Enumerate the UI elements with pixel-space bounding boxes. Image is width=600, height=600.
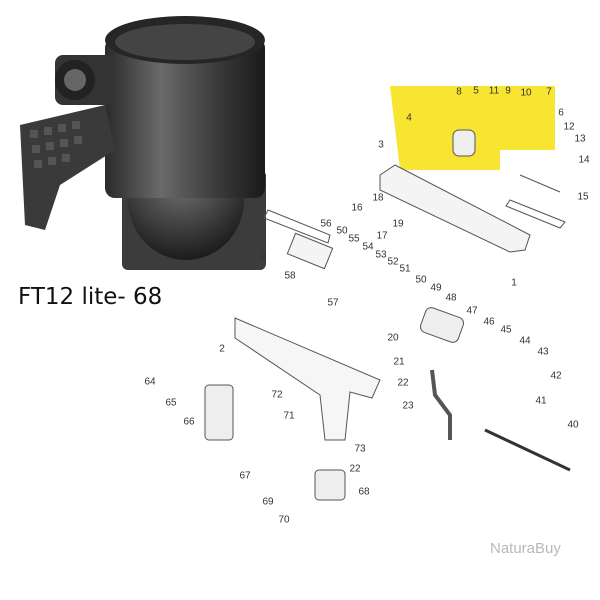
tube-part (430, 369, 452, 440)
part-number-label: 20 (387, 332, 399, 344)
part-number-label: 68 (358, 486, 370, 498)
part-number-label: 55 (348, 233, 360, 245)
part-number-label: 8 (456, 86, 462, 98)
part-number-label: 48 (445, 292, 457, 304)
rail-part (505, 199, 566, 229)
part-number-label: 6 (558, 107, 564, 119)
part-number-label: 47 (466, 305, 478, 317)
part-number-label: 9 (505, 85, 511, 97)
model-title: FT12 lite- 68 (18, 284, 163, 310)
part-number-label: 49 (430, 282, 442, 294)
part-number-label: 12 (563, 121, 575, 133)
grip-part (204, 384, 234, 441)
part-number-label: 11 (488, 85, 500, 97)
part-number-label: 72 (271, 389, 283, 401)
part-number-label: 5 (473, 85, 479, 97)
part-number-label: 53 (375, 249, 387, 261)
part-number-label: 19 (392, 218, 404, 230)
part-number-label: 13 (574, 133, 586, 145)
upper-receiver (379, 164, 531, 253)
part-number-label: 52 (387, 256, 399, 268)
part-number-label: 7 (546, 86, 552, 98)
part-number-label: 22 (397, 377, 409, 389)
part-number-label: 14 (578, 154, 590, 166)
feedneck-photo (20, 16, 266, 270)
part-number-label: 51 (399, 263, 411, 275)
part-number-label: 21 (393, 356, 405, 368)
product-photo (0, 0, 268, 272)
highlight-region (390, 86, 555, 170)
part-number-label: 3 (378, 139, 384, 151)
wrench-part (519, 174, 561, 193)
part-number-label: 73 (354, 443, 366, 455)
part-number-label: 17 (376, 230, 388, 242)
feedneck-part (452, 129, 476, 157)
mount-part (314, 469, 346, 501)
part-number-label: 65 (165, 397, 177, 409)
bolt-part (263, 209, 331, 244)
part-number-label: 22 (349, 463, 361, 475)
part-number-label: 23 (402, 400, 414, 412)
part-number-label: 50 (336, 225, 348, 237)
part-number-label: 67 (239, 470, 251, 482)
part-number-label: 16 (351, 202, 363, 214)
part-number-label: 56 (320, 218, 332, 230)
part-number-label: 2 (219, 343, 225, 355)
part-number-label: 43 (537, 346, 549, 358)
part-number-label: 10 (520, 87, 532, 99)
part-number-label: 70 (278, 514, 290, 526)
part-number-label: 4 (406, 112, 412, 124)
lower-receiver (234, 317, 381, 441)
part-number-label: 45 (500, 324, 512, 336)
part-number-label: 1 (511, 277, 517, 289)
part-number-label: 18 (372, 192, 384, 204)
valve-part (419, 307, 465, 343)
part-number-label: 57 (327, 297, 339, 309)
part-number-label: 50 (415, 274, 427, 286)
part-number-label: 41 (535, 395, 547, 407)
part-number-label: 64 (144, 376, 156, 388)
part-number-label: 54 (362, 241, 374, 253)
part-number-label: 9 (260, 251, 266, 263)
bolt-body (286, 232, 334, 270)
barrel-part (484, 428, 571, 472)
part-number-label: 69 (262, 496, 274, 508)
part-number-label: 15 (577, 191, 589, 203)
part-number-label: 71 (283, 410, 295, 422)
part-number-label: 66 (183, 416, 195, 428)
naturabuy-watermark: NaturaBuy (490, 540, 561, 557)
part-number-label: 58 (284, 270, 296, 282)
part-number-label: 42 (550, 370, 562, 382)
part-number-label: 46 (483, 316, 495, 328)
part-number-label: 40 (567, 419, 579, 431)
part-number-label: 44 (519, 335, 531, 347)
